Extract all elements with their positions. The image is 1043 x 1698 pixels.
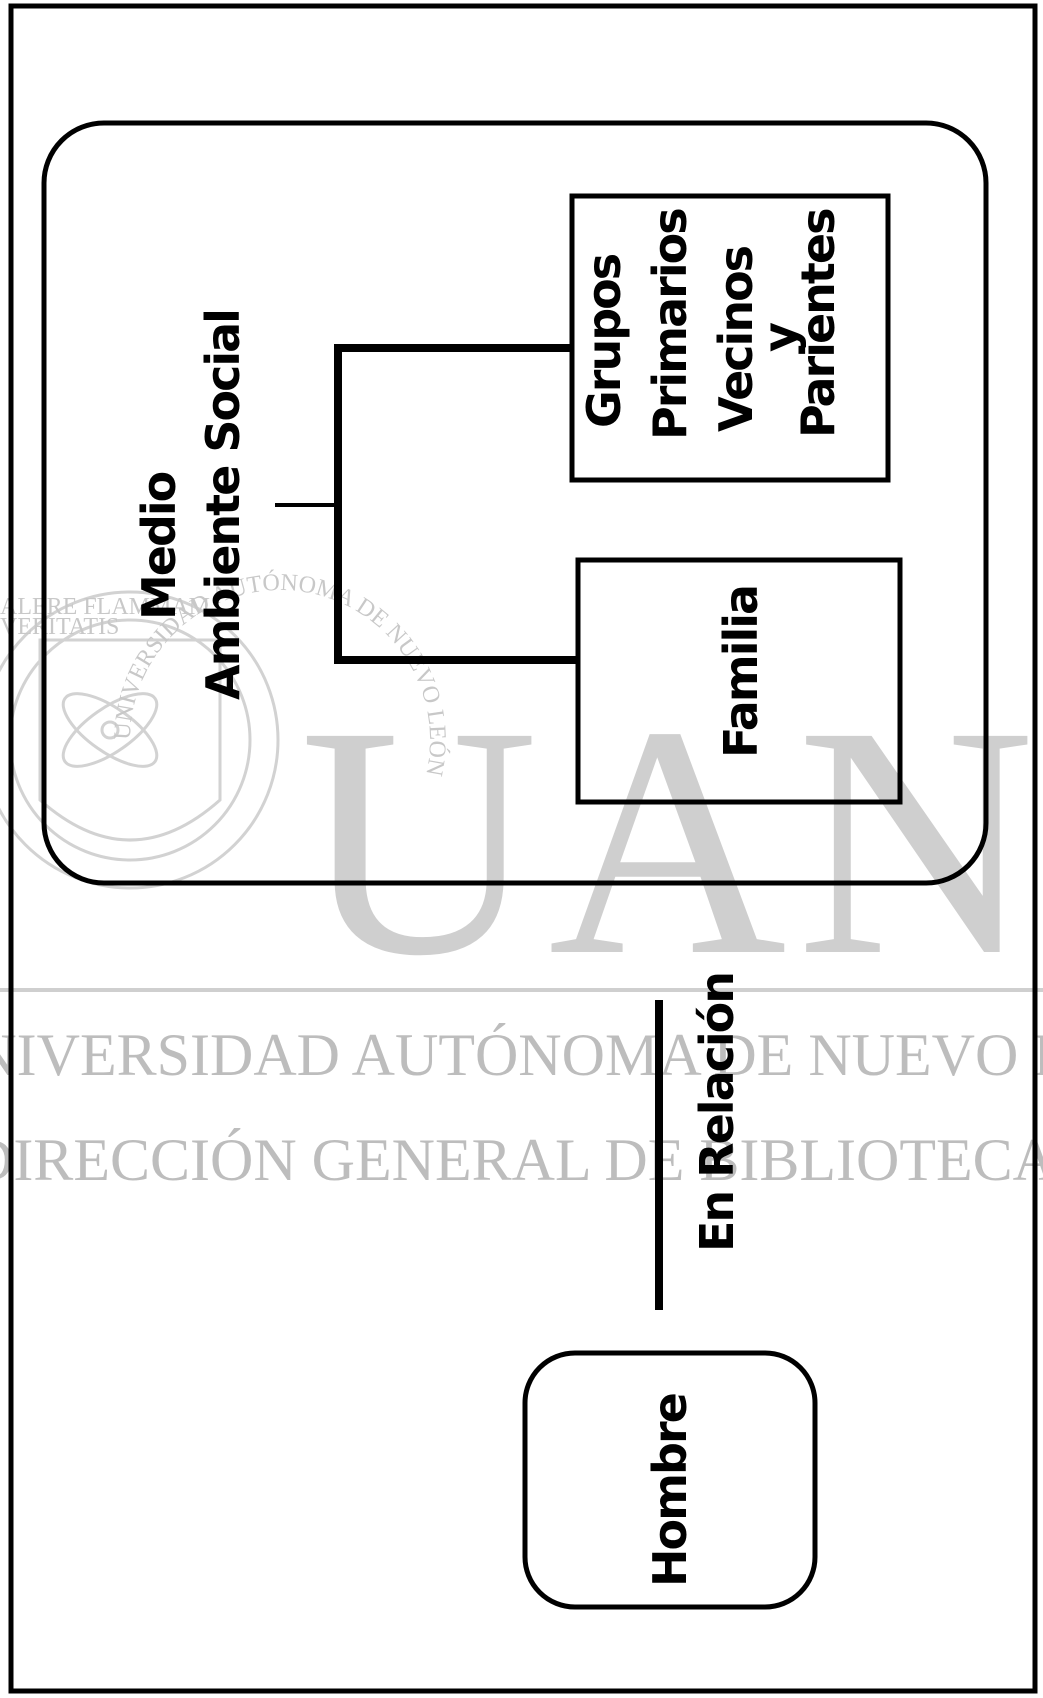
- familia-text: Familia: [714, 586, 768, 758]
- seal-motto-bottom: VERITATIS: [0, 614, 119, 640]
- relation-text: En Relación: [690, 973, 744, 1252]
- grupos-line1: Grupos: [577, 254, 631, 428]
- grupos-line2: Primarios: [643, 209, 697, 440]
- hombre-text: Hombre: [643, 1394, 697, 1587]
- medio-ambiente-label: Medio Ambiente Social: [132, 310, 250, 700]
- grupos-line4: y: [753, 322, 807, 352]
- connector-bracket: [334, 344, 578, 664]
- watermark-university: UNIVERSIDAD AUTÓNOMA DE NUEVO LEÓN: [0, 1022, 1043, 1088]
- grupos-line5: Parientes: [791, 209, 845, 438]
- medio-ambiente-container: [41, 120, 989, 886]
- relation-label: En Relación: [690, 973, 744, 1252]
- familia-box: [575, 557, 903, 805]
- hombre-label: Hombre: [643, 1394, 697, 1587]
- grupos-primarios-label: Grupos Primarios Vecinos y Parientes: [577, 209, 845, 440]
- medio-label-line2: Ambiente Social: [196, 310, 250, 700]
- familia-label: Familia: [714, 586, 768, 758]
- seal-motto-top: ALERE FLAMMAM: [0, 594, 210, 620]
- watermark-uanl: UANL: [300, 659, 1043, 1024]
- page-frame: [8, 3, 1038, 1694]
- hombre-box: [522, 1350, 818, 1610]
- grupos-line3: Vecinos: [709, 246, 763, 432]
- grupos-primarios-box: [569, 193, 891, 483]
- watermark-library: DIRECCIÓN GENERAL DE BIBLIOTECAS: [0, 1127, 1043, 1193]
- medio-label-line1: Medio: [132, 472, 186, 620]
